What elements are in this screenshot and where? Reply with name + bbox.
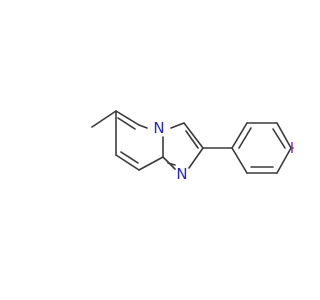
atom-n-bridge: N xyxy=(153,119,164,137)
bond-c6-c5-inner xyxy=(117,117,136,130)
bond-ph-6 xyxy=(231,147,248,174)
bond-c6-c5 xyxy=(115,110,140,126)
bond-c7-c8 xyxy=(115,154,140,171)
bond-c2-n xyxy=(188,147,204,169)
bond-c3-c2-inner xyxy=(185,130,199,149)
bond-ph-1-inner xyxy=(238,127,252,149)
bond-n-c3 xyxy=(170,122,185,129)
bond-ph-4 xyxy=(276,147,292,174)
bond-c7-c8-inner xyxy=(120,151,139,164)
bond-methyl xyxy=(91,110,117,128)
bond-c3-c2 xyxy=(183,122,204,149)
molecule-structure: N N I xyxy=(91,110,294,183)
atom-labels: N N I xyxy=(153,119,294,183)
bond-c5-n xyxy=(138,124,148,129)
bond-ph-3-inner xyxy=(272,128,286,149)
atom-iodine: I xyxy=(290,139,294,157)
atom-n-imine: N xyxy=(176,165,187,183)
bond-ph-1 xyxy=(231,122,248,149)
bond-c8-c8a xyxy=(138,156,164,171)
bond-ph-3 xyxy=(276,122,292,149)
bonds xyxy=(91,110,294,174)
bond-c8a-n-imine-inner xyxy=(167,162,176,166)
